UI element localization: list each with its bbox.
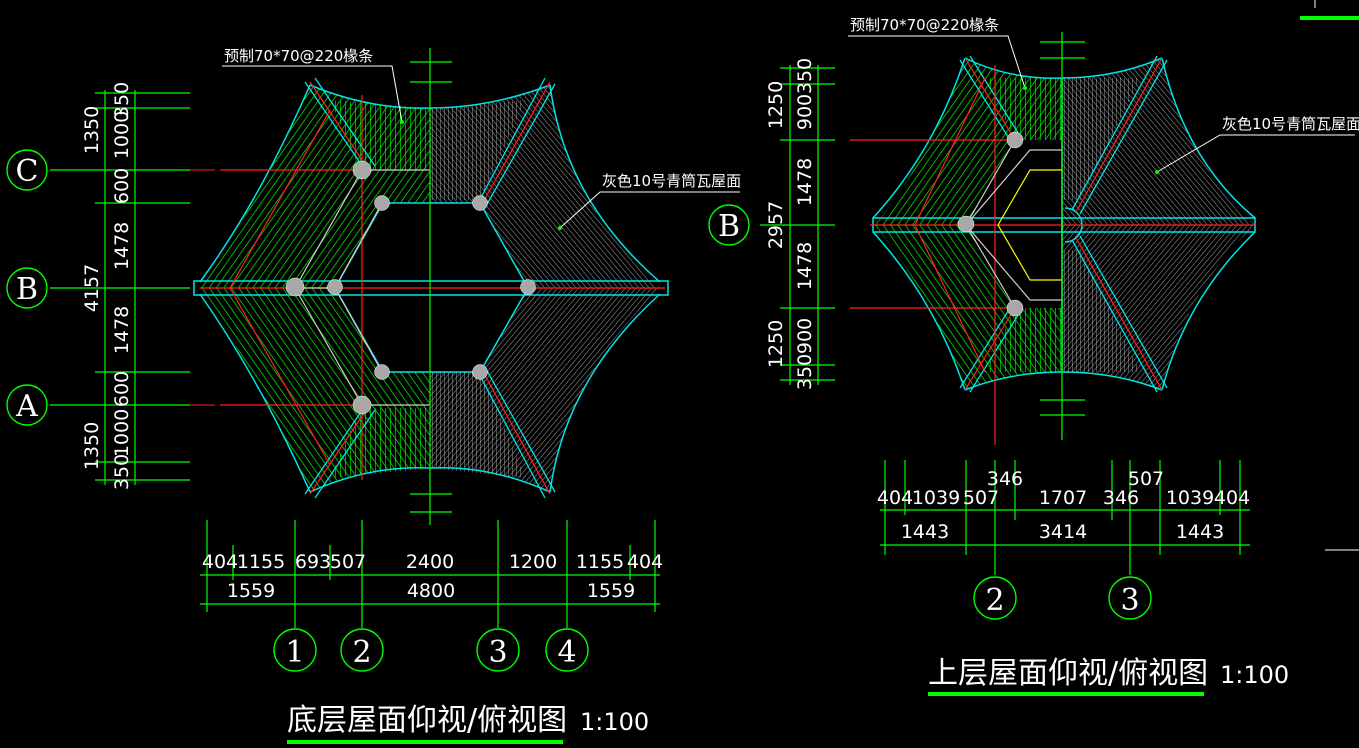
lower-roof-note: 灰色10号青筒瓦屋面 — [602, 172, 741, 190]
upper-axis-label-col-1: 2 — [985, 583, 1004, 618]
lower-hdim-top-5: 2400 — [406, 551, 454, 573]
lower-horizontal-dimensions — [200, 520, 660, 628]
upper-plan-scale: 1:100 — [1220, 661, 1289, 689]
lower-title-underline — [287, 740, 563, 744]
upper-roof-plan — [850, 32, 1256, 445]
lower-hdim-bottom-1: 1559 — [227, 580, 275, 602]
upper-vdim-inner-3: 1478 — [794, 158, 816, 206]
upper-vdim-outer-2: 2957 — [765, 201, 787, 249]
upper-hdim-bottom-1: 1443 — [901, 521, 949, 543]
lower-axis-label-col-1: 1 — [285, 635, 304, 670]
lower-vdim-outer-2: 4157 — [81, 264, 103, 312]
lower-axis-extensions — [190, 169, 215, 406]
lower-vdim-inner-3: 600 — [111, 168, 133, 204]
lower-plan-scale: 1:100 — [580, 708, 649, 736]
lower-centerlines — [200, 81, 665, 495]
lower-plan-title: 底层屋面仰视/俯视图 — [287, 703, 567, 738]
lower-vdim-outer-3: 1350 — [81, 422, 103, 470]
upper-axis-bubble-row-b — [708, 204, 750, 246]
upper-plan-title: 上层屋面仰视/俯视图 — [928, 656, 1208, 691]
upper-hdim-top-4: 1707 — [1039, 487, 1087, 509]
upper-rafter-note: 预制70*70@220椽条 — [850, 16, 999, 34]
upper-hdim-top-6: 1039 — [1166, 487, 1214, 509]
lower-vertical-axis — [410, 48, 452, 525]
lower-rafter-note: 预制70*70@220椽条 — [224, 47, 373, 65]
lower-hdim-top-7: 1155 — [576, 551, 624, 573]
upper-horizontal-dimensions — [880, 460, 1250, 575]
lower-hdim-top-2: 1155 — [237, 551, 285, 573]
lower-roof-plan — [193, 48, 669, 525]
lower-vdim-outer-1: 1350 — [81, 106, 103, 154]
lower-axis-label-row-1: C — [16, 154, 39, 189]
upper-vdim-outer-3: 1250 — [765, 320, 787, 368]
lower-axis-bubbles-rows — [6, 149, 48, 426]
lower-axis-label-col-4: 4 — [557, 635, 576, 670]
upper-roof-ridges — [959, 55, 1168, 393]
upper-vdim-outer-1: 1250 — [765, 81, 787, 129]
lower-axis-label-col-2: 2 — [352, 635, 371, 670]
upper-hdim-top-3: 507 — [963, 487, 999, 509]
upper-hdim-bottom-3: 1443 — [1176, 521, 1224, 543]
lower-hdim-top-1: 404 — [202, 551, 238, 573]
upper-vdim-inner-4: 1478 — [794, 242, 816, 290]
corner-fragment-top-right — [1300, 16, 1359, 20]
lower-axis-label-row-3: A — [15, 389, 38, 424]
upper-vertical-dimensions — [760, 65, 835, 385]
upper-vertical-axis — [1040, 32, 1085, 440]
lower-axis-label-col-3: 3 — [488, 635, 507, 670]
lower-roof-hatch — [200, 85, 660, 492]
upper-inner-outline — [997, 169, 1062, 281]
upper-hdim-top-2: 1039 — [912, 487, 960, 509]
upper-vdim-inner-5: 900 — [794, 318, 816, 354]
upper-vdim-inner-1: 900 — [794, 94, 816, 130]
lower-roof-ridges — [304, 77, 556, 499]
lower-hdim-top-3: 693 — [295, 551, 331, 573]
upper-vdim-inner-2: 350 — [794, 58, 816, 94]
lower-hdim-bottom-3: 1559 — [587, 580, 635, 602]
lower-vdim-inner-1: 1000 — [111, 111, 133, 159]
upper-hdim-bottom-2: 3414 — [1039, 521, 1087, 543]
lower-leaders — [222, 65, 740, 229]
lower-hdim-bottom-2: 4800 — [407, 580, 455, 602]
upper-column-nodes — [957, 131, 1024, 317]
lower-hdim-top-4: 507 — [330, 551, 366, 573]
upper-roof-hatch — [875, 58, 1255, 390]
upper-centerlines — [850, 57, 1255, 445]
upper-vdim-inner-6: 350 — [794, 354, 816, 390]
lower-vertical-dimensions — [50, 90, 190, 485]
lower-vdim-inner-6: 600 — [111, 371, 133, 407]
upper-axis-label-col-2: 3 — [1120, 583, 1139, 618]
lower-axis-label-row-2: B — [16, 272, 38, 307]
upper-hdim-upper-1: 346 — [987, 468, 1023, 490]
upper-hdim-top-5: 346 — [1103, 487, 1139, 509]
lower-vdim-inner-5: 1478 — [111, 306, 133, 354]
upper-hdim-top-7: 404 — [1214, 487, 1250, 509]
upper-roof-note: 灰色10号青筒瓦屋面 — [1222, 115, 1359, 133]
lower-axis-bubbles-cols — [273, 628, 589, 672]
lower-hdim-top-8: 404 — [627, 551, 663, 573]
lower-vdim-inner-4: 1478 — [111, 222, 133, 270]
lower-hdim-top-6: 1200 — [509, 551, 557, 573]
upper-leaders — [848, 35, 1355, 173]
upper-hdim-top-1: 404 — [877, 487, 913, 509]
upper-axis-bubbles-cols — [973, 576, 1152, 620]
lower-column-nodes — [285, 160, 536, 415]
upper-title-underline — [928, 692, 1204, 696]
upper-hdim-upper-2: 507 — [1128, 468, 1164, 490]
upper-axis-label-row-1: B — [718, 209, 740, 244]
lower-vdim-inner-7: 1000 — [111, 409, 133, 457]
lower-vdim-inner-2: 350 — [111, 82, 133, 118]
lower-vdim-inner-8: 350 — [111, 454, 133, 490]
